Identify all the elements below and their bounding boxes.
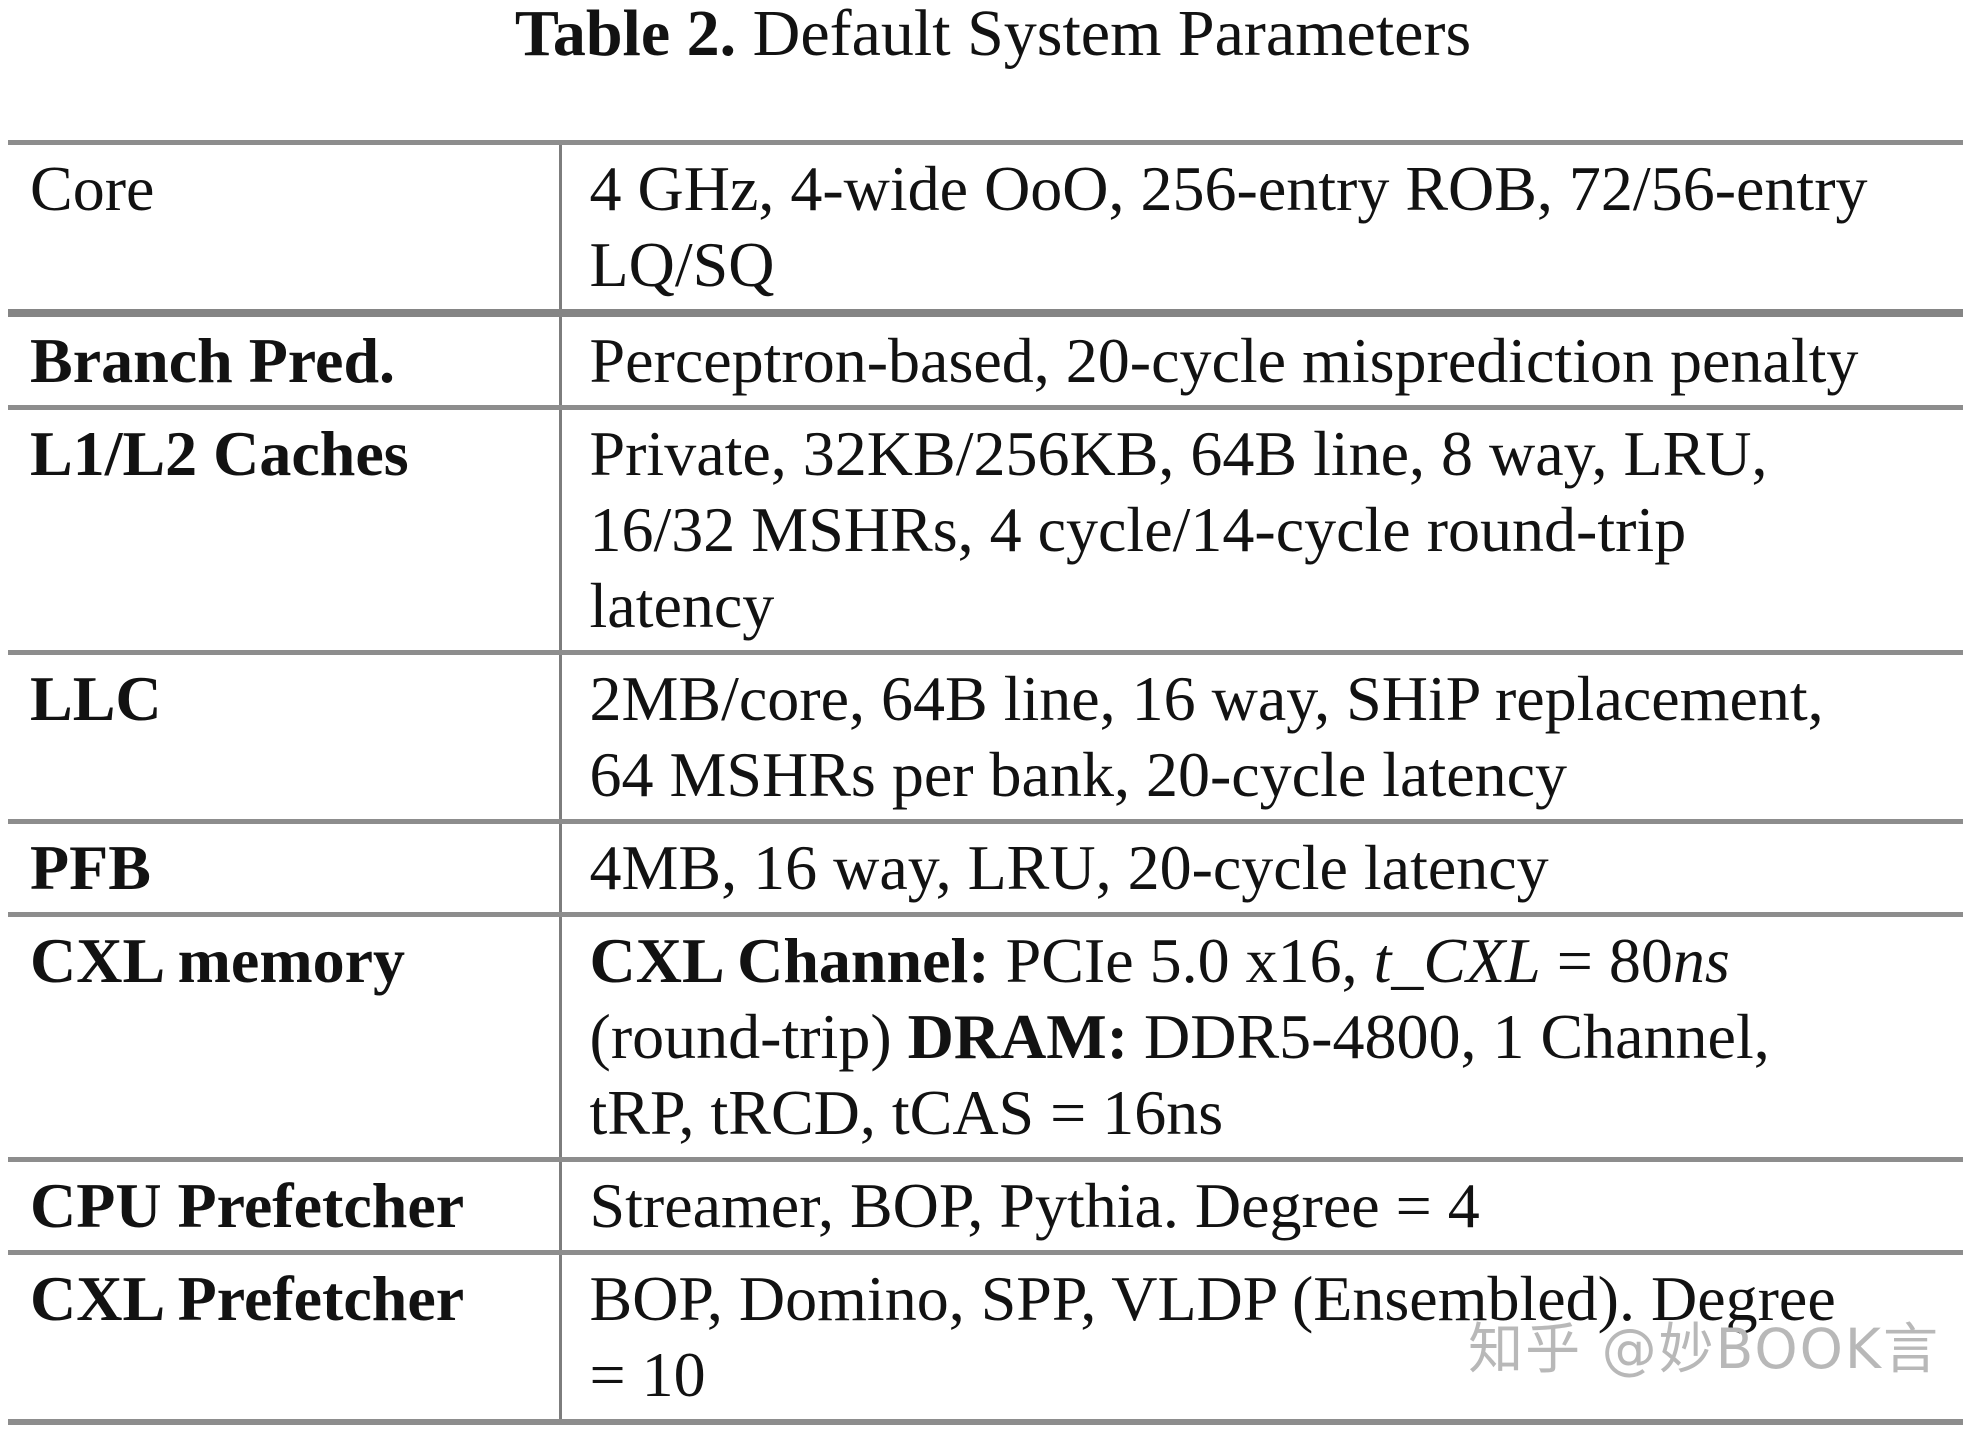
cxl-channel-label: CXL Channel: bbox=[589, 925, 990, 996]
value-cell-cpu-prefetcher: Streamer, BOP, Pythia. Degree = 4 bbox=[558, 1159, 1963, 1253]
value-cell-cxl-memory: CXL Channel: PCIe 5.0 x16, t_CXL = 80ns … bbox=[558, 914, 1963, 1160]
t-cxl-symbol: t_CXL bbox=[1373, 925, 1541, 996]
table-caption-label: Table 2. bbox=[514, 0, 737, 70]
table-row-core: Core 4 GHz, 4-wide OoO, 256-entry ROB, 7… bbox=[8, 142, 1963, 313]
table-row-cxl-memory: CXL memory CXL Channel: PCIe 5.0 x16, t_… bbox=[8, 914, 1963, 1160]
system-parameters-table: Core 4 GHz, 4-wide OoO, 256-entry ROB, 7… bbox=[8, 140, 1963, 1425]
param-cell-branch-pred: Branch Pred. bbox=[30, 325, 396, 396]
zhihu-watermark: 知乎 @妙BOOK言 bbox=[1468, 1317, 1940, 1381]
param-cell-cxl-memory: CXL memory bbox=[30, 925, 406, 996]
table-row-llc: LLC 2MB/core, 64B line, 16 way, SHiP rep… bbox=[8, 652, 1963, 822]
value-cell-l1-l2-caches: Private, 32KB/256KB, 64B line, 8 way, LR… bbox=[558, 407, 1963, 653]
table-row-cxl-prefetcher: CXL Prefetcher BOP, Domino, SPP, VLDP (E… bbox=[8, 1252, 1963, 1422]
dram-label: DRAM: bbox=[907, 1001, 1128, 1072]
page-title: Table 2. Default System Parameters bbox=[0, 0, 1986, 74]
round-trip-note: (round-trip) bbox=[589, 1001, 892, 1072]
param-cell-cxl-prefetcher: CXL Prefetcher bbox=[30, 1263, 465, 1334]
value-cell-core: 4 GHz, 4-wide OoO, 256-entry ROB, 72/56-… bbox=[558, 142, 1963, 313]
param-cell-core: Core bbox=[30, 153, 155, 224]
table-row-l1-l2-caches: L1/L2 Caches Private, 32KB/256KB, 64B li… bbox=[8, 407, 1963, 653]
table-row-pfb: PFB 4MB, 16 way, LRU, 20-cycle latency bbox=[8, 821, 1963, 915]
value-cell-cxl-prefetcher: BOP, Domino, SPP, VLDP (Ensembled). Degr… bbox=[558, 1252, 1963, 1422]
param-cell-pfb: PFB bbox=[30, 832, 151, 903]
value-cell-llc: 2MB/core, 64B line, 16 way, SHiP replace… bbox=[558, 652, 1963, 822]
t-cxl-unit: ns bbox=[1672, 925, 1730, 996]
table-caption-text: Default System Parameters bbox=[736, 0, 1472, 70]
cxl-channel-spec: PCIe 5.0 x16, bbox=[989, 925, 1374, 996]
t-cxl-value: = 80 bbox=[1540, 925, 1673, 996]
table-row-branch-pred: Branch Pred. Perceptron-based, 20-cycle … bbox=[8, 313, 1963, 408]
param-cell-l1-l2-caches: L1/L2 Caches bbox=[30, 418, 409, 489]
table-row-cpu-prefetcher: CPU Prefetcher Streamer, BOP, Pythia. De… bbox=[8, 1159, 1963, 1253]
value-cell-branch-pred: Perceptron-based, 20-cycle misprediction… bbox=[558, 313, 1963, 408]
param-cell-llc: LLC bbox=[30, 663, 162, 734]
param-cell-cpu-prefetcher: CPU Prefetcher bbox=[30, 1170, 465, 1241]
dram-spec: DDR5-4800, 1 Channel, tRP, tRCD, tCAS = … bbox=[589, 1001, 1770, 1148]
value-cell-pfb: 4MB, 16 way, LRU, 20-cycle latency bbox=[558, 821, 1963, 915]
